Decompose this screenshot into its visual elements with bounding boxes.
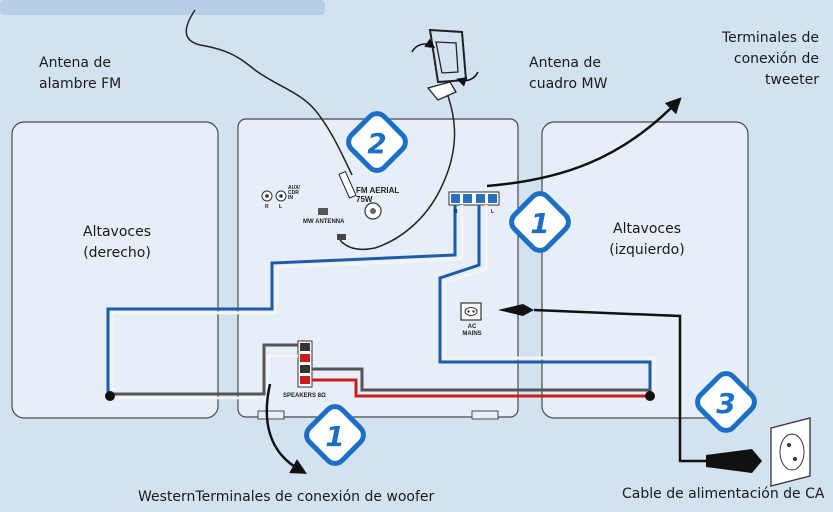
fm-wire (185, 9, 353, 176)
power-cable-label: Cable de alimentación de CA (622, 486, 825, 502)
speaker-right-box (11, 121, 219, 419)
step-number-2: 2 (367, 127, 386, 160)
left-speaker-wire (438, 205, 652, 394)
fm-antenna-label: Antena de alambre FM (39, 55, 122, 92)
unit-foot-left (257, 410, 285, 420)
fm-connector (338, 170, 357, 199)
aux-l-label: L (279, 204, 283, 210)
left-speaker-terminal (645, 391, 655, 401)
mw-antenna-socket (318, 208, 328, 215)
step-number-3: 3 (716, 387, 735, 420)
header-tab (0, 0, 325, 15)
mw-wire (339, 95, 456, 251)
mw-antenna-label: Antena de cuadro MW (529, 55, 608, 92)
step-badge-1-woofer (304, 404, 366, 466)
aux-jacks (261, 190, 287, 202)
woofer-terminal-block (297, 340, 313, 388)
right-speaker-wire (106, 205, 457, 394)
right-speaker-terminal (105, 391, 115, 401)
speaker-left-box (541, 121, 749, 419)
ac-mains-socket (460, 302, 482, 321)
step-number-1-woofer: 1 (325, 420, 344, 453)
fm-aerial-label: FM AERIAL 75W (356, 186, 400, 204)
step-badge-3 (695, 371, 757, 433)
tweeter-l-label: L (491, 209, 495, 215)
step-badge-1-tweeter (509, 191, 571, 253)
aux-in-label: AUX/ CDR IN (288, 185, 300, 201)
step-badge-2 (346, 111, 408, 173)
speakers-label: SPEAKERS 8Ω (283, 393, 326, 399)
tweeter-r-label: R (454, 209, 458, 215)
mw-antenna-panel-label: MW ANTENNA (303, 219, 345, 225)
power-cable (533, 308, 712, 463)
wall-socket (770, 417, 811, 487)
step-number-1-tweeter: 1 (530, 207, 549, 240)
tweeter-terminal-block (448, 191, 500, 206)
speaker-left-label: Altavoces (izquierdo) (609, 221, 685, 258)
woofer-arrow (265, 383, 307, 474)
aux-r-label: R (265, 204, 269, 210)
mw-loop-antenna (411, 28, 479, 101)
woofer-terminals-label: WesternTerminales de conexión de woofer (138, 489, 435, 505)
woofer-wire-left (312, 367, 650, 392)
unit-foot-right (471, 410, 499, 420)
tweeter-terminals-label: Terminales de conexión de tweeter (721, 30, 819, 88)
wall-plug (706, 449, 762, 473)
speaker-right-label: Altavoces (derecho) (83, 224, 151, 261)
woofer-wire-right (110, 343, 298, 396)
mw-plug (337, 234, 346, 240)
ac-mains-label: AC MAINS (462, 324, 482, 337)
power-plug-body (498, 304, 534, 316)
tweeter-arrow (486, 97, 682, 188)
